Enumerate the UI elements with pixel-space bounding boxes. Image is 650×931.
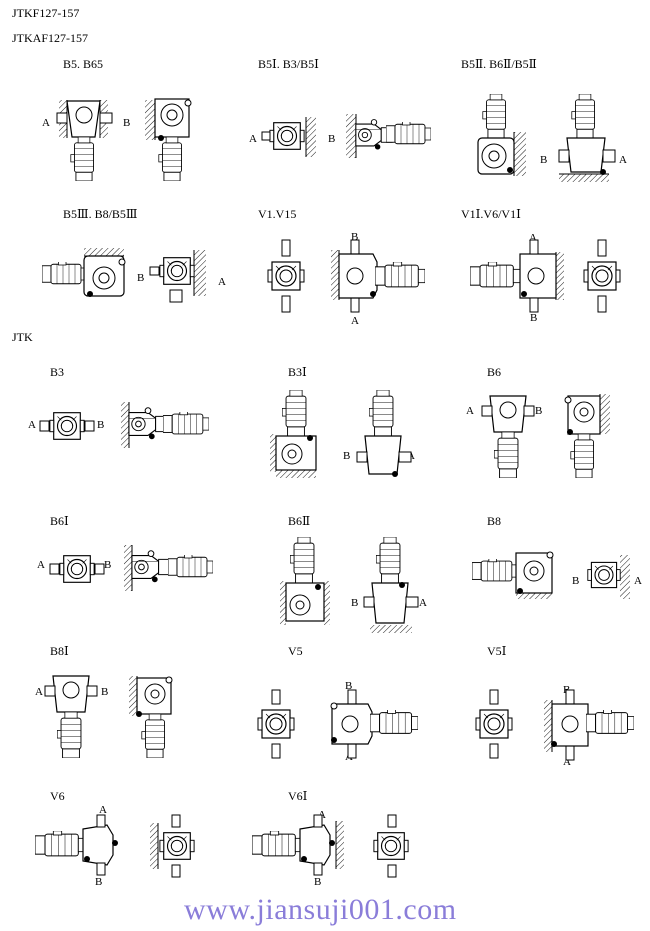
- position-title-v1: V1.V15: [258, 207, 297, 221]
- diagram-b5-3-side: [42, 248, 126, 297]
- shaft-label-b: B: [343, 450, 351, 462]
- diagram-b6-side: [564, 394, 610, 478]
- diagram-b6-1-side: [124, 545, 213, 591]
- shaft-label-a: A: [42, 117, 50, 129]
- series-header-jtkf: JTKF127-157: [12, 6, 80, 20]
- shaft-label-b: B: [95, 876, 103, 888]
- shaft-label-b: B: [530, 312, 538, 324]
- diagram-v6-1-front: [373, 814, 409, 878]
- position-title-v5-1: V5Ⅰ: [487, 644, 507, 658]
- shaft-label-a: A: [634, 575, 642, 587]
- shaft-label-b: B: [314, 876, 322, 888]
- diagram-b3-side: [121, 402, 209, 448]
- position-title-b5-2: B5Ⅱ. B6Ⅱ/B5Ⅱ: [461, 57, 537, 71]
- position-title-b6-2: B6Ⅱ: [288, 514, 311, 528]
- shaft-label-a: A: [466, 405, 474, 417]
- position-title-b6: B6: [487, 365, 502, 379]
- shaft-label-a: A: [351, 315, 359, 327]
- shaft-label-b: B: [137, 272, 145, 284]
- shaft-label-a: A: [249, 133, 257, 145]
- diagram-b5-b65-front: [56, 100, 113, 181]
- series-header-jtkaf: JTKAF127-157: [12, 31, 89, 45]
- shaft-label-a: A: [218, 276, 226, 288]
- shaft-label-b: B: [535, 405, 543, 417]
- position-title-b5-b65: B5. B65: [63, 57, 104, 71]
- diagram-b8-front: [587, 555, 630, 599]
- diagram-b8-1-side: [129, 676, 173, 758]
- position-title-v6: V6: [50, 789, 65, 803]
- position-title-b5-3: B5Ⅲ. B8/B5Ⅲ: [63, 207, 138, 221]
- diagram-v5-1-side: [544, 689, 634, 761]
- diagram-v6-front: [150, 814, 195, 878]
- diagram-b3-front: [39, 412, 95, 440]
- diagram-b6-2-side: [363, 537, 419, 633]
- position-title-v6-1: V6Ⅰ: [288, 789, 308, 803]
- shaft-label-a: A: [529, 232, 537, 244]
- position-title-b8: B8: [487, 514, 502, 528]
- diagram-b3-1-front: [270, 390, 317, 478]
- diagram-v5-1-front: [475, 689, 513, 759]
- shaft-label-b: B: [572, 575, 580, 587]
- shaft-label-b: B: [328, 133, 336, 145]
- diagram-b5-2-front: [477, 94, 526, 176]
- diagram-b5-3-front: [149, 250, 206, 303]
- diagram-b3-1-side: [356, 390, 412, 477]
- position-title-b6-1: B6Ⅰ: [50, 514, 69, 528]
- position-title-b8-1: B8Ⅰ: [50, 644, 69, 658]
- diagram-v5-side: [330, 689, 418, 759]
- diagram-v6-1-side: [252, 814, 344, 876]
- position-title-b5-1: B5Ⅰ. B3/B5Ⅰ: [258, 57, 319, 71]
- shaft-label-a: A: [99, 804, 107, 816]
- diagram-v6-side: [35, 814, 118, 876]
- diagram-b8-1-front: [44, 675, 98, 758]
- shaft-label-b: B: [97, 419, 105, 431]
- diagram-b6-1-front: [49, 555, 105, 583]
- diagram-v1-1-front: [583, 239, 621, 313]
- diagram-b6-front: [481, 395, 535, 478]
- shaft-label-b: B: [104, 559, 112, 571]
- shaft-label-b: B: [123, 117, 131, 129]
- diagram-b6-2-front: [280, 537, 330, 625]
- shaft-label-b: B: [351, 597, 359, 609]
- diagram-b5-1-front: [261, 117, 316, 157]
- shaft-label-b: B: [540, 154, 548, 166]
- diagram-b5-2-side: [558, 94, 616, 182]
- shaft-label-a: A: [563, 756, 571, 768]
- series-header-jtk: JTK: [12, 330, 33, 344]
- diagram-b5-b65-side: [145, 98, 192, 181]
- shaft-label-b: B: [351, 231, 359, 243]
- diagram-b5-1-side: [346, 114, 431, 158]
- shaft-label-a: A: [37, 559, 45, 571]
- diagram-v1-1-side: [470, 239, 564, 313]
- shaft-label-a: A: [619, 154, 627, 166]
- position-title-v1-1: V1Ⅰ.V6/V1Ⅰ: [461, 207, 521, 221]
- shaft-label-b: B: [101, 686, 109, 698]
- diagram-v5-front: [257, 689, 295, 759]
- diagram-v1-front: [267, 239, 305, 313]
- shaft-label-a: A: [28, 419, 36, 431]
- position-title-b3-1: B3Ⅰ: [288, 365, 307, 379]
- position-title-b3: B3: [50, 365, 65, 379]
- shaft-label-a: A: [35, 686, 43, 698]
- diagram-b8-side: [472, 551, 554, 599]
- shaft-label-b: B: [345, 680, 353, 692]
- position-title-v5: V5: [288, 644, 303, 658]
- watermark: www.jiansuji001.com: [184, 893, 457, 926]
- shaft-label-a: A: [419, 597, 427, 609]
- diagram-v1-side: [331, 239, 425, 313]
